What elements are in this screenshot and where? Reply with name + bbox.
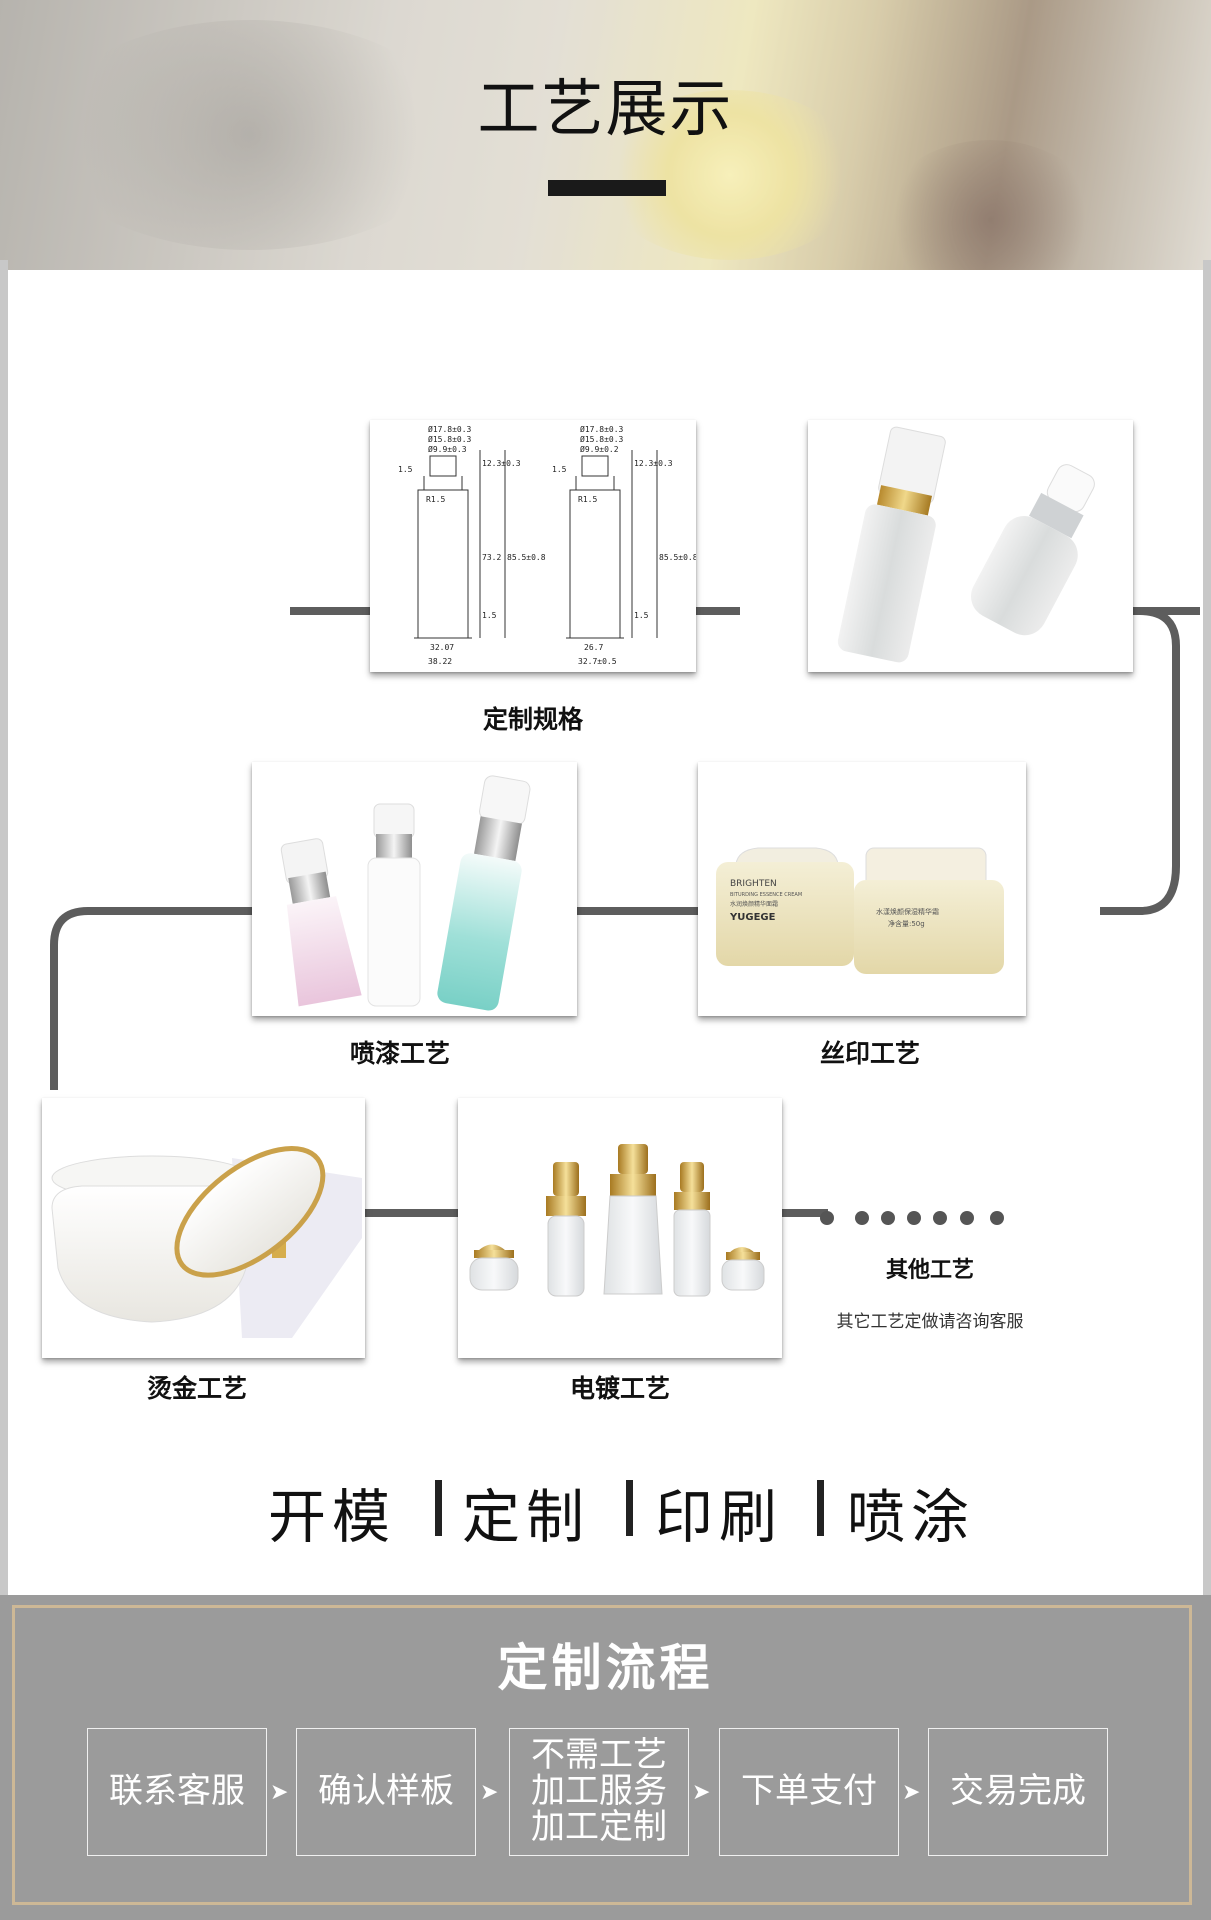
arrow-icon: ➤ xyxy=(692,1780,711,1805)
craft-label-spec: 定制规格 xyxy=(482,705,583,734)
svg-text:Ø15.8±0.3: Ø15.8±0.3 xyxy=(428,434,472,444)
hero-banner xyxy=(0,0,1211,270)
other-crafts-note: 其它工艺定做请咨询客服 xyxy=(836,1312,1024,1332)
arrow-icon: ➤ xyxy=(480,1780,499,1805)
svg-text:净含量:50g: 净含量:50g xyxy=(888,919,925,928)
process-step-confirm-sample: 确认样板 xyxy=(296,1728,476,1856)
slogan-word: 印刷 xyxy=(655,1483,784,1551)
svg-text:26.7: 26.7 xyxy=(584,643,603,652)
svg-text:YUGEGE: YUGEGE xyxy=(729,912,776,923)
page-title: 工艺展示 xyxy=(477,72,734,145)
connector-curve-left xyxy=(50,907,260,1090)
svg-text:Ø9.9±0.2: Ø9.9±0.2 xyxy=(580,444,619,454)
svg-text:水漾焕颜保湿精华霜: 水漾焕颜保湿精华霜 xyxy=(876,907,939,916)
process-step-complete: 交易完成 xyxy=(928,1728,1108,1856)
process-step-order-pay: 下单支付 xyxy=(719,1728,899,1856)
dot xyxy=(855,1211,869,1225)
process-title: 定制流程 xyxy=(497,1639,714,1697)
craft-label-electroplating: 电镀工艺 xyxy=(569,1374,670,1403)
title-underline xyxy=(548,180,666,196)
slogan-separator xyxy=(435,1480,442,1536)
frosted-bottles-image xyxy=(837,426,1095,663)
process-step-processing: 不需工艺加工服务加工定制 xyxy=(509,1728,689,1856)
svg-text:R1.5: R1.5 xyxy=(426,495,445,504)
svg-text:1.5: 1.5 xyxy=(634,611,649,620)
svg-text:R1.5: R1.5 xyxy=(578,495,597,504)
connector-line xyxy=(350,1209,460,1217)
frosted-bottles-card xyxy=(808,420,1133,672)
electroplating-card xyxy=(458,1098,782,1358)
dot xyxy=(933,1211,947,1225)
spec-drawing-card: Ø17.8±0.3 Ø15.8±0.3 Ø9.9±0.3 12.3±0.3 1.… xyxy=(370,420,696,672)
svg-text:73.2: 73.2 xyxy=(482,553,501,562)
svg-text:水润焕颜精华面霜: 水润焕颜精华面霜 xyxy=(730,900,778,908)
spray-paint-card xyxy=(252,762,577,1016)
connector-curve-right xyxy=(1100,607,1200,915)
svg-text:32.07: 32.07 xyxy=(430,643,454,652)
silk-print-card: BRIGHTEN BITURDING ESSENCE CREAM 水润焕颜精华面… xyxy=(698,762,1026,1016)
craft-label-silk-print: 丝印工艺 xyxy=(819,1039,920,1068)
dot xyxy=(960,1211,974,1225)
svg-text:Ø15.8±0.3: Ø15.8±0.3 xyxy=(580,434,624,444)
svg-text:BRIGHTEN: BRIGHTEN xyxy=(730,879,777,889)
svg-text:Ø17.8±0.3: Ø17.8±0.3 xyxy=(580,424,624,434)
side-border-left xyxy=(0,260,8,1600)
svg-text:32.7±0.5: 32.7±0.5 xyxy=(578,657,617,666)
craft-label-hot-stamping: 烫金工艺 xyxy=(146,1374,247,1403)
electroplated-bottles-image xyxy=(469,1144,765,1297)
connector-line xyxy=(570,907,705,915)
spray-paint-bottles-image xyxy=(280,775,531,1011)
svg-text:Ø17.8±0.3: Ø17.8±0.3 xyxy=(428,424,472,434)
slogan-word: 开模 xyxy=(268,1483,397,1551)
slogan-separator xyxy=(817,1480,824,1536)
other-crafts-title: 其他工艺 xyxy=(885,1258,974,1283)
hot-stamping-card xyxy=(42,1098,365,1358)
side-border-right xyxy=(1203,260,1211,1600)
process-frame xyxy=(12,1605,1192,1905)
svg-text:1.5: 1.5 xyxy=(482,611,497,620)
technical-drawing: Ø17.8±0.3 Ø15.8±0.3 Ø9.9±0.3 12.3±0.3 1.… xyxy=(398,424,696,666)
dot xyxy=(820,1211,834,1225)
svg-text:Ø9.9±0.3: Ø9.9±0.3 xyxy=(428,444,467,454)
svg-text:38.22: 38.22 xyxy=(428,657,452,666)
arrow-icon: ➤ xyxy=(270,1780,289,1805)
craft-label-spray: 喷漆工艺 xyxy=(349,1039,450,1068)
svg-text:1.5: 1.5 xyxy=(552,465,567,474)
dot xyxy=(881,1211,895,1225)
process-step-contact: 联系客服 xyxy=(87,1728,267,1856)
svg-text:12.3±0.3: 12.3±0.3 xyxy=(634,459,673,468)
connector-line xyxy=(778,1209,828,1217)
slogan-separator xyxy=(626,1480,633,1536)
svg-text:12.3±0.3: 12.3±0.3 xyxy=(482,459,521,468)
process-banner xyxy=(0,1595,1211,1920)
svg-text:85.5±0.8: 85.5±0.8 xyxy=(507,553,546,562)
slogan-word: 定制 xyxy=(462,1483,591,1551)
dot xyxy=(907,1211,921,1225)
svg-text:BITURDING ESSENCE CREAM: BITURDING ESSENCE CREAM xyxy=(730,892,802,898)
arrow-icon: ➤ xyxy=(902,1780,921,1805)
slogan-word: 喷涂 xyxy=(847,1483,976,1551)
hot-stamping-jar-image xyxy=(51,1146,362,1338)
svg-text:85.5±0.8: 85.5±0.8 xyxy=(659,553,696,562)
dot xyxy=(990,1211,1004,1225)
svg-text:1.5: 1.5 xyxy=(398,465,413,474)
silk-print-jars-image: BRIGHTEN BITURDING ESSENCE CREAM 水润焕颜精华面… xyxy=(716,847,1004,974)
